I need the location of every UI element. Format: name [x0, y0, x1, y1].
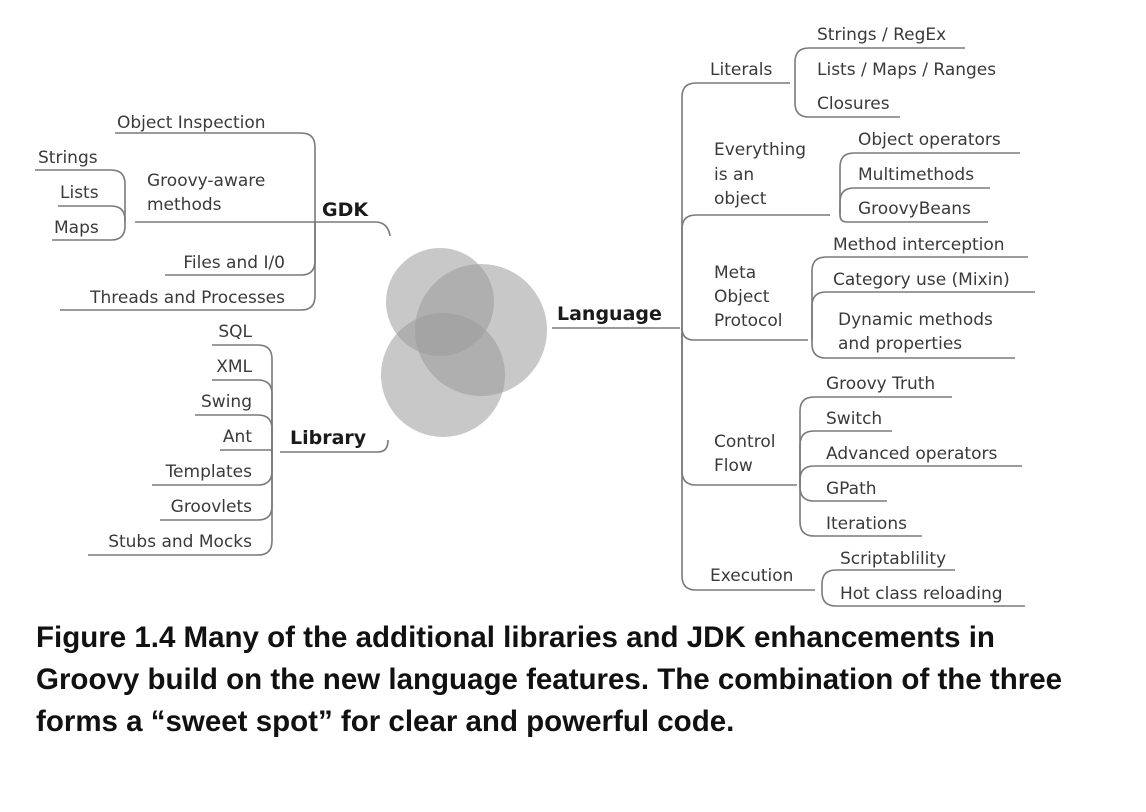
control-item: Iterations — [826, 514, 907, 534]
connector-line — [212, 379, 273, 452]
connector-line — [799, 485, 922, 537]
connector-line — [88, 452, 273, 556]
everything-item: Multimethods — [858, 165, 974, 185]
library-item: Templates — [165, 462, 253, 482]
connector-line — [811, 291, 1035, 340]
everything-node: is an — [714, 165, 754, 185]
connector-line — [681, 214, 830, 328]
connector-line — [839, 152, 1020, 215]
connector-line — [839, 187, 990, 215]
literal-item: Strings / RegEx — [817, 25, 946, 45]
mop-node: Meta — [714, 263, 756, 283]
gdk-groovy-aware-1: Groovy-aware — [147, 171, 265, 191]
control-node: Control — [714, 432, 775, 452]
figure-caption: Figure 1.4 Many of the additional librar… — [36, 621, 1063, 738]
control-item: Groovy Truth — [826, 374, 935, 394]
gdk-object-inspection: Object Inspection — [117, 113, 266, 133]
connector-line — [799, 465, 1022, 485]
connector-line — [280, 439, 389, 453]
connector-line — [195, 414, 273, 452]
control-item: Switch — [826, 409, 882, 429]
mop-item: Dynamic methods — [838, 310, 993, 330]
connector-line — [52, 222, 126, 241]
connector-line — [811, 340, 1015, 359]
literal-item: Lists / Maps / Ranges — [817, 60, 996, 80]
gdk-groovy-aware-2: methods — [147, 195, 222, 215]
everything-item: Object operators — [858, 130, 1001, 150]
gdk-threads: Threads and Processes — [89, 288, 285, 308]
everything-item: GroovyBeans — [858, 199, 971, 219]
connector-line — [35, 169, 126, 222]
connector-line — [799, 396, 952, 485]
gdk-files-io: Files and I/0 — [183, 253, 285, 273]
connector-line — [115, 132, 316, 222]
library-item: Stubs and Mocks — [108, 532, 252, 552]
control-item: GPath — [826, 479, 877, 499]
gdk-maps: Maps — [54, 218, 99, 238]
mop-item: Category use (Mixin) — [833, 270, 1010, 290]
connector-line — [220, 449, 273, 453]
mop-node: Object — [714, 287, 770, 307]
connector-line — [794, 83, 900, 118]
connector-line — [811, 256, 1028, 340]
connector-line — [794, 47, 965, 83]
connector-line — [135, 221, 391, 237]
connector-line — [212, 344, 273, 452]
library-hub: Library — [290, 427, 367, 449]
gdk-hub: GDK — [322, 199, 369, 221]
gdk-strings: Strings — [38, 148, 98, 168]
everything-node: Everything — [714, 140, 806, 160]
connector-line — [799, 430, 892, 485]
mop-node: Protocol — [714, 311, 783, 331]
library-item: XML — [216, 357, 252, 377]
connector-line — [821, 590, 1025, 607]
mop-item: Method interception — [833, 235, 1005, 255]
mop-item: and properties — [838, 334, 962, 354]
execution-item: Hot class reloading — [840, 584, 1003, 604]
connector-line — [60, 222, 316, 311]
control-item: Advanced operators — [826, 444, 997, 464]
connector-line — [839, 214, 988, 223]
library-item: Swing — [201, 392, 252, 412]
library-item: Ant — [223, 427, 252, 447]
connector-line — [821, 569, 955, 590]
circle-library — [381, 313, 505, 437]
library-item: SQL — [218, 322, 252, 342]
everything-node: object — [714, 189, 767, 209]
library-item: Groovlets — [171, 497, 252, 517]
language-hub: Language — [557, 303, 662, 325]
execution-item: Scriptablility — [840, 549, 946, 569]
venn-circles — [381, 248, 547, 437]
mind-map: GDK Object Inspection Groovy-aware metho… — [35, 25, 1035, 607]
execution-node: Execution — [710, 566, 793, 586]
literal-item: Closures — [817, 94, 890, 114]
literals-node: Literals — [710, 60, 772, 80]
connector-line — [681, 328, 815, 591]
gdk-lists: Lists — [60, 183, 99, 203]
connector-line — [58, 205, 126, 222]
connector-line — [681, 82, 790, 328]
control-node: Flow — [714, 456, 753, 476]
connectors — [35, 47, 1035, 607]
